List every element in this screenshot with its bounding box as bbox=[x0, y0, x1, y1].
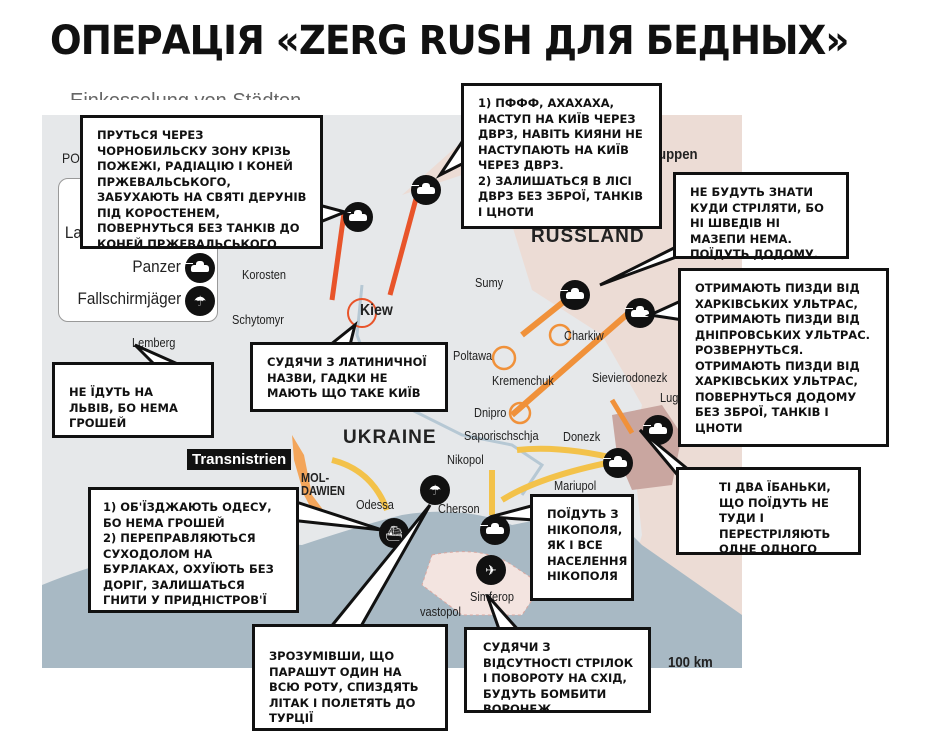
charkiw-encirclement bbox=[548, 323, 572, 347]
dnipro-encirclement bbox=[508, 401, 532, 425]
label-russland: RUSSLAND bbox=[531, 226, 645, 247]
callout-latin: Судячи з латиничної назви, гадки не мают… bbox=[250, 342, 448, 412]
legend-partial-label: La bbox=[64, 223, 82, 242]
city-sievierodonezk: Sievierodonezk bbox=[592, 371, 668, 385]
callout-lviv: Не їдуть на Львів, бо нема грошей bbox=[52, 362, 214, 438]
city-donezk: Donezk bbox=[563, 430, 601, 444]
callout-parachute: Зрозумівши, що парашут один на всю роту,… bbox=[252, 624, 448, 731]
parachute-icon: ☂ bbox=[420, 475, 450, 505]
city-kiew: Kiew bbox=[360, 302, 393, 319]
city-nikopol: Nikopol bbox=[447, 453, 484, 467]
kyiv-river bbox=[355, 284, 545, 496]
label-transnistrien: Transnistrien bbox=[187, 449, 292, 470]
tank-icon bbox=[643, 415, 673, 445]
tank-icon bbox=[480, 515, 510, 545]
city-korosten: Korosten bbox=[242, 268, 287, 282]
callout-swedes: Не будуть знати куди стріляти, бо ні шве… bbox=[673, 172, 849, 261]
label-uppen-partial: uppen bbox=[658, 146, 698, 163]
city-odessa: Odessa bbox=[356, 498, 394, 512]
arrow-kharkiv bbox=[510, 307, 634, 418]
legend-panzer: Panzer bbox=[132, 257, 181, 276]
city-poltawa: Poltawa bbox=[453, 349, 493, 363]
city-lemberg: Lemberg bbox=[132, 336, 176, 350]
callout-nikopol: Поїдуть з Нікополя, як і все населення Н… bbox=[530, 494, 634, 601]
label-ukraine: UKRAINE bbox=[343, 427, 437, 448]
arrow-north-1 bbox=[329, 212, 347, 301]
callout-voronezh: Судячи з відсутності стрілок і повороту … bbox=[464, 627, 651, 716]
tank-icon bbox=[343, 202, 373, 232]
tank-icon bbox=[185, 253, 215, 283]
city-saporischschja: Saporischschja bbox=[464, 429, 539, 443]
label-poland-partial: PO bbox=[62, 150, 80, 166]
city-simferopol: Simferop bbox=[470, 590, 515, 604]
city-sumy: Sumy bbox=[475, 276, 504, 290]
legend-fallschirmjaeger: Fallschirmjäger bbox=[77, 289, 181, 308]
ship-icon: ⛴ bbox=[379, 518, 409, 548]
scale-label: 100 km bbox=[668, 654, 713, 668]
kyiv-encirclement bbox=[347, 298, 377, 328]
top-legend-partial: Einkesselung von Städten bbox=[70, 84, 450, 100]
city-schytomyr: Schytomyr bbox=[232, 313, 284, 327]
transnistria bbox=[292, 435, 327, 525]
poltawa-encirclement bbox=[491, 345, 517, 371]
callout-kharkiv: Отримають пизди від харківських ультрас,… bbox=[678, 268, 889, 447]
parachute-icon: ☂ bbox=[185, 286, 215, 316]
callout-two: Ті два їбаньки, що поїдуть не туди і пер… bbox=[676, 467, 861, 556]
city-sewastopol: vastopol bbox=[420, 605, 461, 619]
city-kremenchuk: Kremenchuk bbox=[492, 374, 554, 388]
page-title: ОПЕРАЦІЯ «ZERG RUSH ДЛЯ БЕДНЫХ» bbox=[50, 18, 849, 64]
plane-icon: ✈ bbox=[476, 555, 506, 585]
callout-dvrz: 1) ПФФФ, АХАХАХА, наступ на Київ через Д… bbox=[461, 83, 662, 229]
tank-icon bbox=[411, 175, 441, 205]
tank-icon bbox=[625, 298, 655, 328]
city-cherson: Cherson bbox=[438, 502, 480, 516]
arrow-donbas bbox=[609, 398, 635, 435]
tank-icon bbox=[603, 448, 633, 478]
city-dnipro: Dnipro bbox=[474, 406, 507, 420]
city-mariupol: Mariupol bbox=[554, 479, 597, 493]
arrow-odesa bbox=[331, 457, 390, 512]
callout-odesa: 1) Об'їзджають Одесу, бо нема грошей 2) … bbox=[88, 487, 299, 613]
label-moldawien: MOL- DAWIEN bbox=[301, 471, 345, 498]
city-lug: Lug bbox=[660, 391, 679, 405]
city-charkiw: Charkiw bbox=[564, 329, 604, 343]
callout-chernobyl: Пруться через Чорнобильску зону крізь по… bbox=[80, 115, 323, 251]
arrow-north-2 bbox=[387, 194, 420, 296]
tank-icon bbox=[560, 280, 590, 310]
